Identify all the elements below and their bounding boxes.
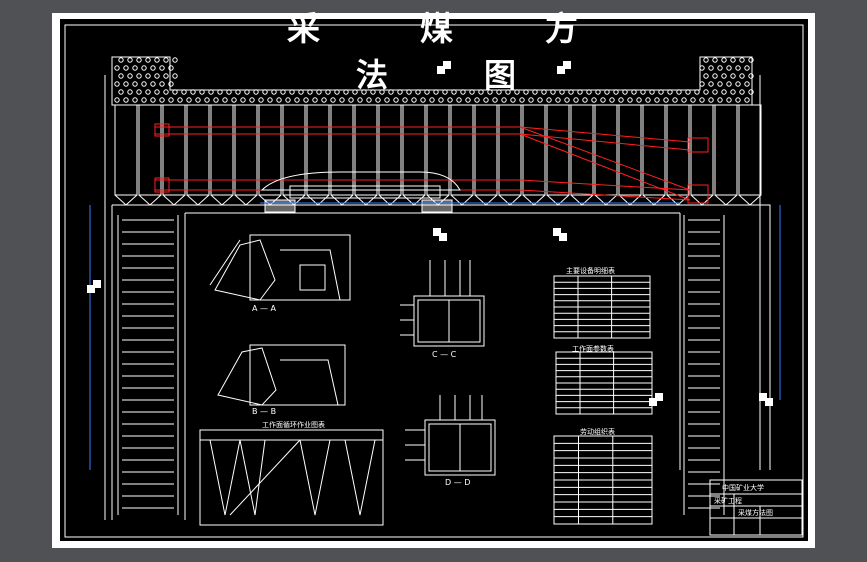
section-dd-label: D — D — [445, 478, 471, 487]
table-3-frame — [553, 435, 653, 525]
section-cc-label: C — C — [432, 350, 457, 359]
main-roadway — [104, 75, 771, 520]
section-bb-label: B — B — [252, 407, 277, 416]
inner-frame — [64, 24, 804, 538]
section-dd-drawing — [405, 395, 496, 476]
table-2-frame — [555, 351, 653, 415]
title-char-5: 图 — [484, 56, 517, 94]
title-block-drawing: 采煤方法图 — [738, 509, 773, 517]
title-block-school: 中国矿业大学 — [722, 484, 764, 492]
title-char-3: 方 — [545, 9, 578, 48]
table-3-title: 劳动组织表 — [580, 428, 615, 436]
section-aa-drawing — [209, 234, 351, 301]
rock-texture — [114, 57, 754, 103]
blue-dimension-lines — [89, 202, 781, 470]
table-1-frame — [553, 275, 651, 339]
title-char-2: 煤 — [420, 9, 453, 48]
section-bb-drawing — [217, 344, 346, 406]
face-conveyor — [154, 123, 709, 204]
left-gateroad — [117, 215, 179, 515]
view-markers — [87, 61, 773, 406]
title-char-4: 法 — [356, 56, 389, 94]
title-block-row2: 采矿工程 — [714, 497, 742, 505]
section-cc-drawing — [400, 260, 485, 347]
table-2-title: 工作面参数表 — [572, 345, 614, 353]
section-aa-label: A — A — [252, 304, 277, 313]
hydraulic-supports-row — [114, 104, 762, 206]
right-gateroad — [683, 215, 725, 515]
title-char-1: 采 — [287, 9, 320, 48]
title-block-frame — [709, 479, 803, 536]
table-1-title: 主要设备明细表 — [566, 267, 615, 275]
cycle-chart-title: 工作面循环作业图表 — [262, 421, 325, 429]
cycle-chart-frame — [199, 429, 384, 526]
